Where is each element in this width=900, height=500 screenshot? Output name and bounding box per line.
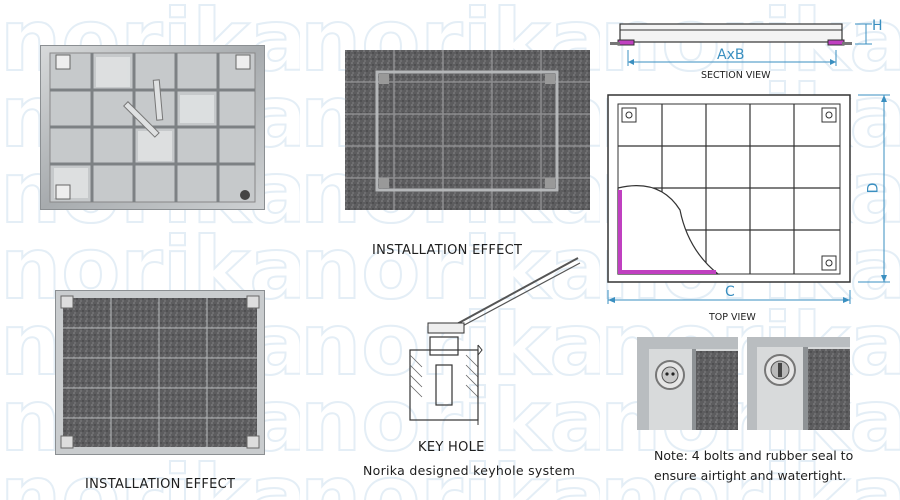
installation-effect-caption-bottom: INSTALLATION EFFECT [85, 477, 236, 492]
dimension-axb: AxB [717, 47, 745, 63]
section-view-drawing [610, 23, 872, 66]
keyhole-drawing [409, 257, 581, 425]
dimension-c: C [725, 284, 735, 300]
bolt-closeup-photo-2 [747, 337, 850, 430]
key-hole-description: Norika designed keyhole system [363, 463, 576, 478]
installation-effect-photo-top [345, 50, 590, 210]
key-hole-title: KEY HOLE [418, 440, 485, 455]
note-line-2: ensure airtight and watertight. [654, 468, 847, 483]
bolt-closeup-photo-1 [637, 337, 738, 430]
dimension-h: H [872, 18, 883, 34]
stainless-cover-photo [40, 45, 265, 210]
note-line-1: Note: 4 bolts and rubber seal to [654, 448, 854, 463]
section-view-caption: SECTION VIEW [701, 70, 771, 81]
top-view-caption: TOP VIEW [709, 312, 756, 323]
dimension-d: D [865, 182, 882, 194]
installation-effect-photo-bottom [55, 290, 265, 455]
top-view-drawing [607, 94, 890, 304]
installation-effect-caption-top: INSTALLATION EFFECT [372, 243, 523, 258]
